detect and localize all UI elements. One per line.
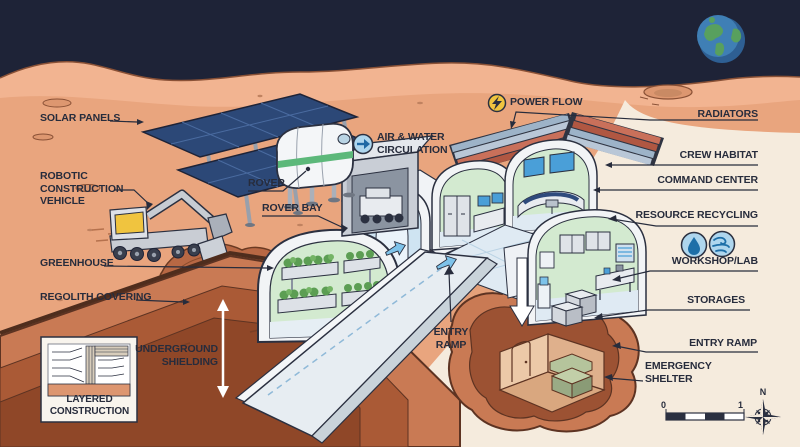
workshop-lab-module (527, 209, 647, 327)
label-air-water-circulation: AIR & WATER CIRCULATION (377, 131, 448, 156)
callout-icons (352, 93, 736, 259)
parked-rover (359, 187, 404, 224)
label-workshop-lab: WORKSHOP/LAB (671, 255, 758, 267)
wall-monitor (523, 156, 545, 178)
console-desk (473, 207, 505, 233)
shelter-bench (549, 353, 594, 399)
water-recycling-icon (680, 231, 708, 259)
label-robotic-construction-vehicle: ROBOTIC CONSTRUCTION VEHICLE (40, 170, 124, 207)
label-regolith-covering: REGOLITH COVERING (40, 291, 152, 303)
chair (545, 199, 559, 208)
walkway-arrows (385, 241, 458, 270)
label-entry-ramp-right: ENTRY RAMP (689, 337, 757, 349)
wall-monitor (549, 151, 575, 174)
label-emergency-shelter: EMERGENCY SHELTER (645, 360, 712, 385)
label-crew-habitat: CREW HABITAT (679, 149, 758, 161)
water-cooler (537, 283, 551, 309)
earth-globe-icon (697, 15, 745, 63)
leader-lines (103, 111, 758, 382)
label-resource-recycling: RESOURCE RECYCLING (635, 209, 759, 221)
air-water-circulation-icon (352, 133, 374, 155)
label-entry-ramp-center: ENTRY RAMP (433, 326, 469, 351)
scale-start-label: 0 (661, 400, 666, 410)
label-radiators: RADIATORS (697, 108, 758, 120)
wall-chart (539, 251, 555, 269)
excavator-bucket (207, 213, 233, 241)
plant-shelf-upper (281, 250, 381, 281)
label-power-flow: POWER FLOW (510, 96, 583, 108)
air-recycling-icon (708, 230, 736, 258)
rover-vehicle (275, 122, 355, 210)
down-arrow-icon (509, 257, 535, 327)
shelter-door (511, 340, 531, 382)
label-solar-panels: SOLAR PANELS (40, 112, 121, 124)
compass-rose-icon (745, 399, 781, 435)
emergency-shelter (447, 282, 640, 433)
power-flow-icon (487, 93, 507, 113)
label-layered-construction: LAYERED CONSTRUCTION (49, 394, 130, 417)
vent-grille (615, 243, 635, 263)
scale-end-label: 1 (738, 400, 743, 410)
label-rover-bay: ROVER BAY (262, 202, 323, 214)
leader-arrowheads (137, 119, 621, 381)
scale-bar (665, 409, 745, 421)
habitat-complex (234, 122, 647, 444)
storage-boxes (550, 289, 598, 327)
rover-bay (340, 135, 434, 237)
compass-north-label: N (759, 387, 767, 397)
double-headed-arrow-icon (217, 299, 229, 398)
label-command-center: COMMAND CENTER (657, 174, 758, 186)
layered-construction-inset (40, 336, 138, 423)
label-greenhouse: GREENHOUSE (40, 257, 114, 269)
label-underground-shielding: UNDERGROUND SHIELDING (135, 343, 218, 368)
label-storages: STORAGES (687, 294, 745, 306)
label-rover: ROVER (248, 177, 285, 189)
